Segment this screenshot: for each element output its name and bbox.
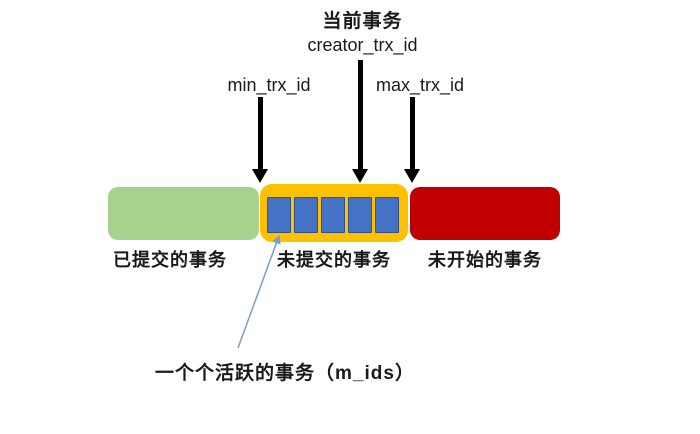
active-transaction-square [294, 197, 318, 233]
committed-transactions-bar [108, 187, 259, 240]
not-started-bar-label: 未开始的事务 [428, 250, 542, 270]
current-transaction-title: 当前事务 [322, 11, 403, 32]
active-transaction-square [375, 197, 399, 233]
pointer-arrow-icon [237, 234, 281, 349]
active-transaction-square [267, 197, 291, 233]
arrow-head [252, 169, 268, 183]
arrow-shaft [358, 60, 363, 169]
min-trx-id-label: min_trx_id [227, 75, 311, 95]
active-transactions-note: 一个个活跃的事务（m_ids） [155, 363, 415, 384]
max-trx-id-label: max_trx_id [375, 75, 465, 95]
active-transaction-square [348, 197, 372, 233]
committed-bar-label: 已提交的事务 [113, 250, 227, 270]
arrow-shaft [258, 97, 263, 169]
creator-trx-id-label: creator_trx_id [307, 34, 418, 55]
arrow-shaft [410, 97, 415, 169]
current-transaction-label: 当前事务 creator_trx_id [270, 10, 455, 56]
arrow-head [404, 169, 420, 183]
not-started-transactions-bar [410, 187, 560, 240]
uncommitted-bar-label: 未提交的事务 [277, 250, 391, 270]
arrow-head [352, 169, 368, 183]
uncommitted-transactions-bar [260, 184, 408, 242]
active-transaction-square [321, 197, 345, 233]
